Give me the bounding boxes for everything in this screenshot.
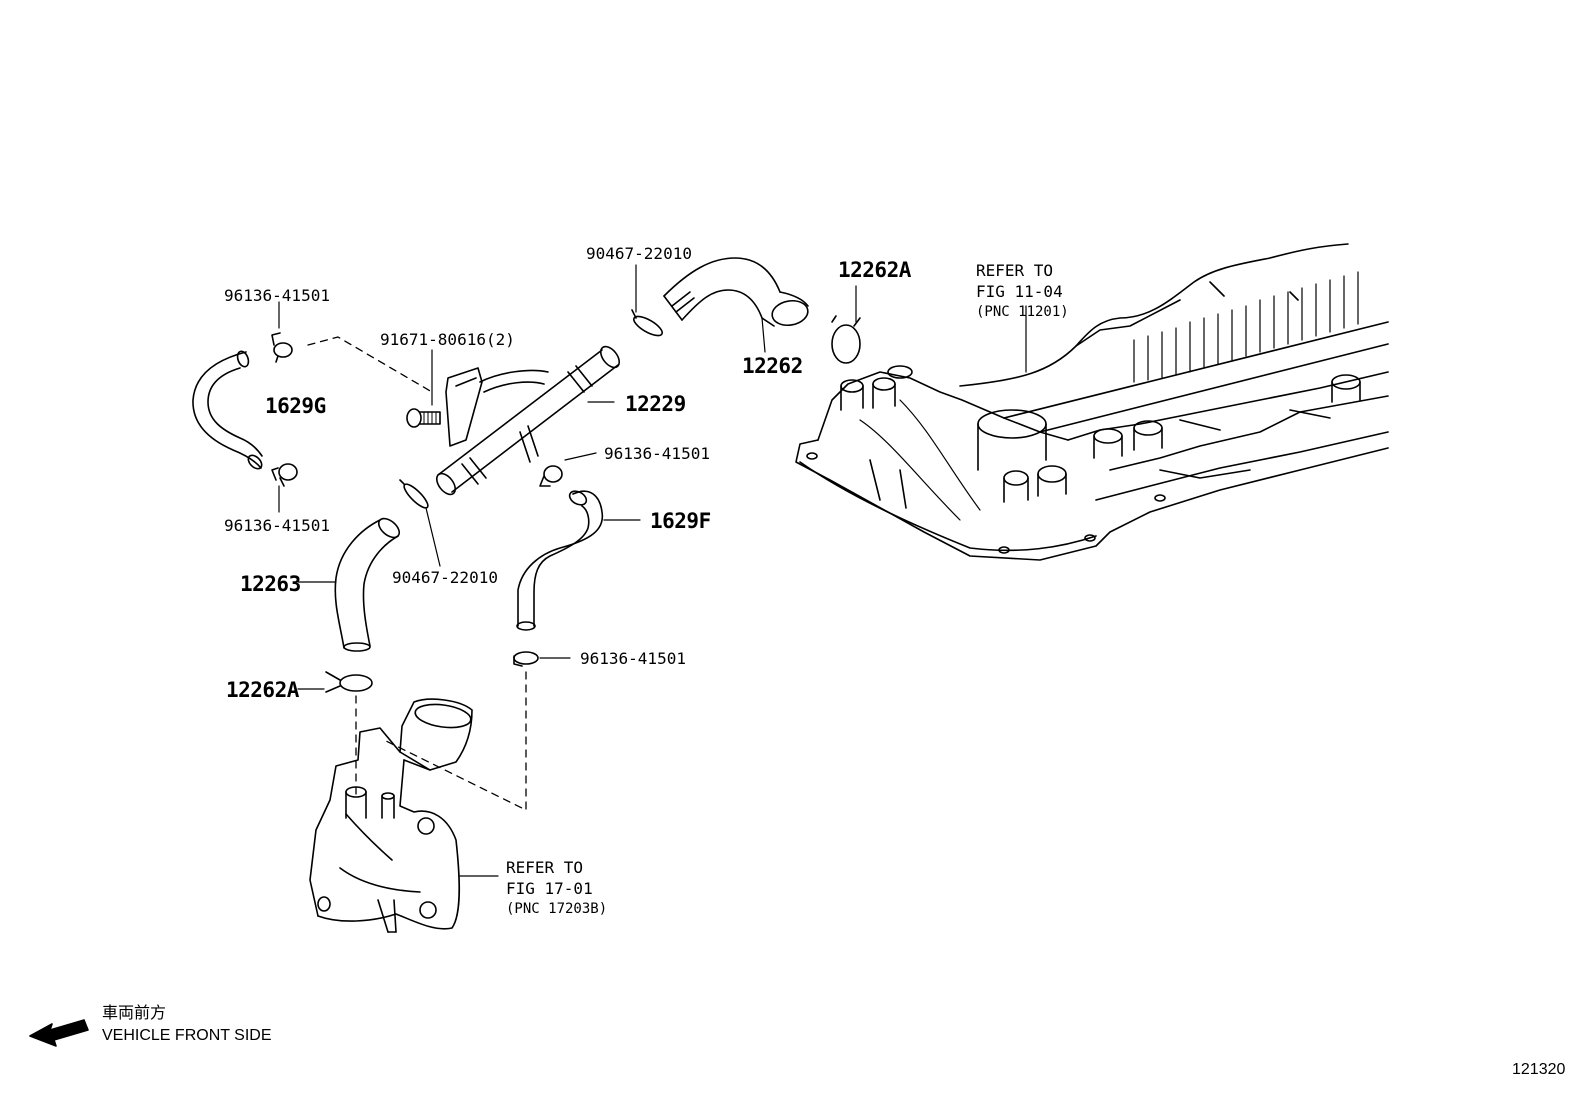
callout-90467-22010-top: 90467-22010 (586, 244, 692, 263)
refer-to-text: REFER TO (976, 261, 1054, 280)
callout-96136-41501-top: 96136-41501 (224, 286, 330, 305)
vehicle-front-side-jp: 車両前方 (102, 1005, 167, 1022)
fig-number-text: FIG 11-04 (976, 282, 1063, 301)
callout-96136-41501-bottom: 96136-41501 (580, 649, 686, 668)
cap-12262a-left (325, 671, 373, 693)
refer-to-text: REFER TO (506, 858, 584, 877)
pnc-text: (PNC 17203B) (506, 901, 608, 917)
pipe-12229 (435, 345, 621, 496)
clip-90467-top (631, 309, 663, 337)
plug-12262a-top (831, 315, 861, 364)
hose-1629g (192, 350, 263, 470)
figure-number: 121320 (1512, 1061, 1566, 1078)
callout-96136-41501-mid: 96136-41501 (604, 444, 710, 463)
hose-1629f (516, 490, 604, 631)
vehicle-front-side-en: VEHICLE FRONT SIDE (102, 1027, 272, 1044)
callout-96136-41501-left-lower: 96136-41501 (224, 516, 330, 535)
callout-12229: 12229 (625, 392, 686, 416)
callout-91671-80616: 91671-80616(2) (380, 330, 515, 349)
callout-1629g: 1629G (265, 394, 326, 418)
callout-12262a-left: 12262A (226, 678, 299, 702)
clamp-96136-left-lower (271, 463, 298, 487)
water-outlet-housing (309, 698, 473, 933)
callout-90467-22010-lower: 90467-22010 (392, 568, 498, 587)
hose-12262 (663, 257, 809, 327)
callout-12263: 12263 (240, 572, 301, 596)
cylinder-head-assembly (795, 243, 1389, 561)
clamp-96136-top (271, 332, 293, 363)
refer-note-fig-11-04: REFER TO FIG 11-04 (PNC 11201) (976, 260, 1069, 323)
clamp-96136-bottom (513, 651, 539, 667)
bolt-91671 (406, 408, 441, 428)
callout-12262: 12262 (742, 354, 803, 378)
vehicle-front-arrow-icon (29, 1019, 89, 1047)
fig-number-text: FIG 17-01 (506, 879, 593, 898)
callout-12262a-top: 12262A (838, 258, 911, 282)
clip-90467-lower (399, 479, 429, 509)
clamp-96136-mid (539, 465, 563, 487)
hose-12263 (334, 517, 401, 652)
pnc-text: (PNC 11201) (976, 304, 1069, 320)
refer-note-fig-17-01: REFER TO FIG 17-01 (PNC 17203B) (506, 857, 607, 920)
callout-1629f: 1629F (650, 509, 711, 533)
